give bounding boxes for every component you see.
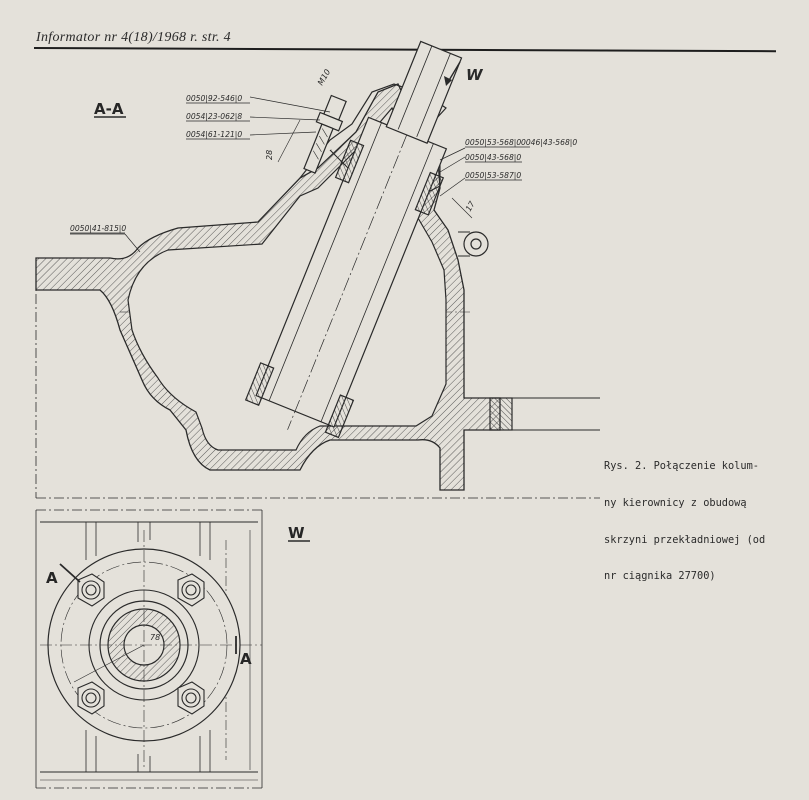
caption-line: skrzyni przekładniowej (od	[604, 533, 766, 546]
caption-line: ny kierownicy z obudową	[604, 497, 747, 510]
bolt-head	[77, 573, 105, 607]
dimension-right: 17	[464, 199, 477, 213]
caption-line: Rys. 2. Połączenie kolum-	[604, 460, 759, 473]
part-ref: 0050|92-546|0	[186, 94, 242, 103]
bolt-head	[177, 681, 205, 715]
dimension-top: M10	[316, 68, 332, 87]
part-ref: 0050|43-568|0	[465, 153, 521, 162]
section-a-a	[35, 40, 600, 499]
part-ref: 0050|53-568|0	[465, 138, 521, 147]
running-title: Informator nr 4(18)/1968 r. str. 4	[36, 30, 231, 45]
part-ref: 0050|53-587|0	[465, 171, 521, 180]
bolt-head	[77, 681, 105, 715]
figure-caption: Rys. 2. Połączenie kolum- ny kierownicy …	[604, 436, 804, 607]
part-ref: 0054|23-062|8	[186, 112, 242, 121]
part-ref: 0046|43-568|0	[521, 138, 577, 147]
dimension-left: 28	[265, 150, 274, 160]
part-ref: 0054|61-121|0	[186, 130, 242, 139]
part-ref: 0050|41-815|0	[70, 224, 126, 233]
direction-label: W	[466, 66, 484, 84]
section-mark: A	[46, 569, 58, 587]
view-w	[35, 509, 310, 789]
view-w-label: W	[288, 524, 305, 542]
view-w-dimension: 78	[150, 633, 160, 642]
section-label: A-A	[94, 100, 124, 118]
bolt-head	[177, 573, 205, 607]
caption-line: nr ciągnika 27700)	[604, 570, 716, 583]
section-mark: A	[240, 650, 252, 668]
